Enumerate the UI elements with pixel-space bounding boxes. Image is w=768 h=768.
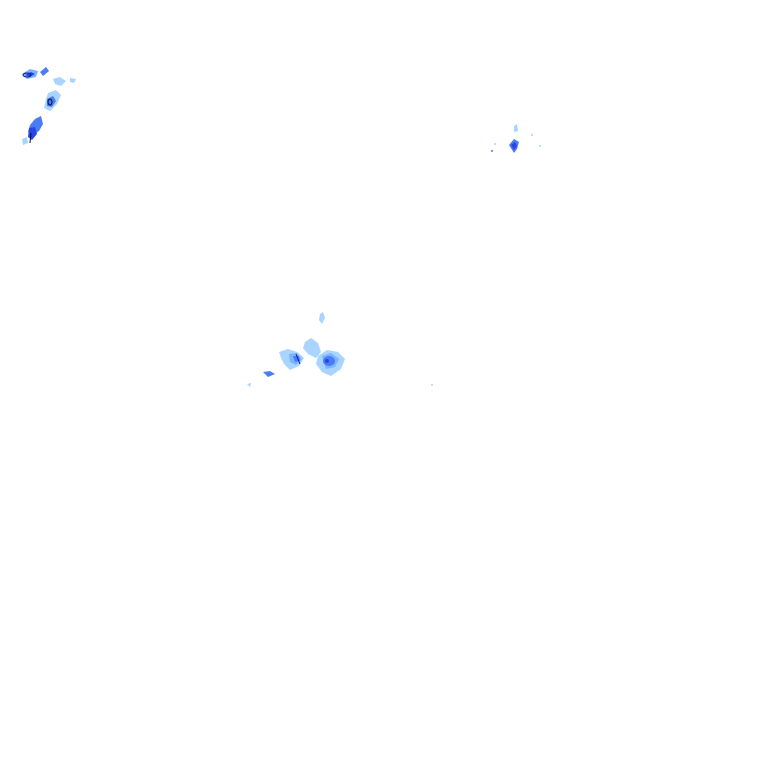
echo-cell (263, 371, 275, 377)
echo-cell (511, 142, 517, 150)
echo-cell (53, 77, 66, 86)
echo-speck (539, 145, 541, 147)
echo-core (29, 132, 32, 144)
echo-speck (431, 384, 433, 386)
northeast-echo-cluster (491, 124, 541, 153)
echo-cell (40, 67, 49, 76)
echo-cell (70, 78, 76, 83)
echo-cell (303, 338, 321, 358)
echo-speck (531, 134, 533, 136)
northwest-echo-cluster (22, 67, 76, 145)
echo-speck (491, 150, 493, 152)
echo-core (325, 359, 329, 363)
echo-cell (514, 124, 518, 132)
echo-cell (22, 137, 28, 145)
echo-core (47, 98, 53, 106)
central-echo-cluster (247, 312, 433, 387)
echo-core (22, 72, 32, 78)
echo-cell (25, 72, 35, 77)
echo-cell (247, 383, 251, 387)
echo-cell (319, 312, 325, 324)
echo-core (295, 353, 301, 365)
echo-speck (494, 143, 496, 145)
